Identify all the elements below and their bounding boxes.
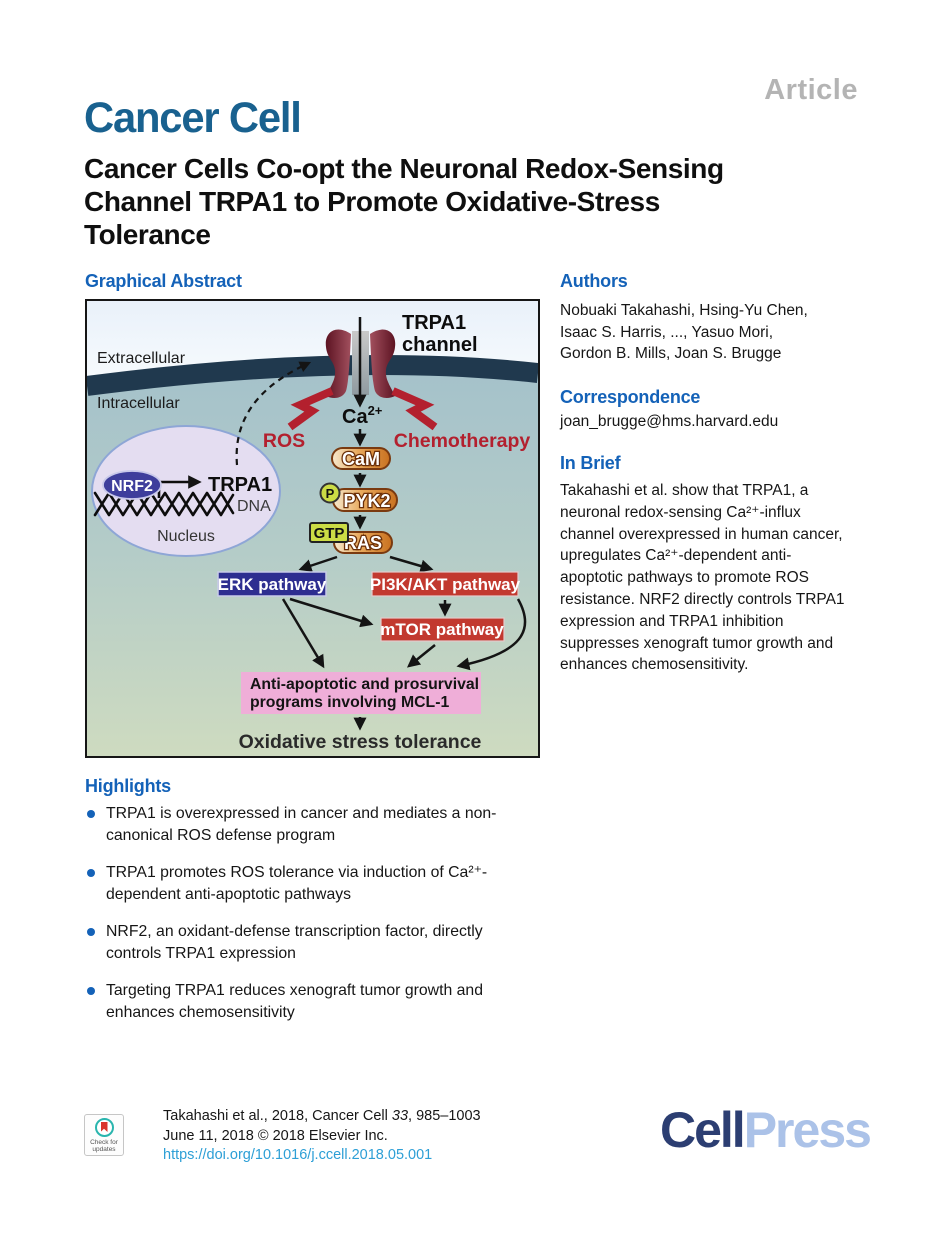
svg-text:RAS: RAS — [344, 533, 382, 553]
title-line: Cancer Cells Co-opt the Neuronal Redox-S… — [84, 153, 724, 184]
bookmark-icon — [100, 1122, 108, 1132]
oxidative-stress-tolerance-label: Oxidative stress tolerance — [239, 731, 482, 753]
graphical-abstract-heading: Graphical Abstract — [85, 271, 242, 291]
gtp-badge — [309, 522, 349, 543]
highlight-item: TRPA1 is overexpressed in cancer and med… — [85, 803, 565, 846]
lightning-bolt-icon — [391, 387, 438, 431]
trpa1-gene-label: TRPA1 — [208, 474, 272, 496]
pyk2-protein: PYK2 P — [319, 482, 398, 512]
extracellular-label: Extracellular — [97, 350, 186, 367]
authors-list: Nobuaki Takahashi, Hsing-Yu Chen, Isaac … — [560, 300, 808, 365]
extracellular-background — [87, 301, 538, 377]
citation-line: Takahashi et al., 2018, Cancer Cell 33, … — [163, 1108, 481, 1124]
highlight-item: NRF2, an oxidant-defense transcription f… — [85, 921, 565, 964]
paper-title: Cancer Cells Co-opt the Neuronal Redox-S… — [84, 152, 874, 251]
cam-protein: CaM — [331, 447, 391, 470]
cellpress-logo: CellPress — [660, 1102, 872, 1158]
in-brief-text: Takahashi et al. show that TRPA1, a neur… — [560, 482, 845, 674]
author-line: Nobuaki Takahashi, Hsing-Yu Chen, — [560, 302, 808, 319]
pi3k-to-mcl1-curved-arrow — [456, 598, 527, 671]
nucleus: NRF2 TRPA1 DNA Nucleus — [91, 425, 281, 557]
correspondence-email-link[interactable]: joan_brugge@hms.harvard.edu — [560, 413, 779, 430]
nrf2-protein — [102, 470, 162, 500]
erk-to-mtor-arrow — [289, 597, 374, 628]
calcium-label: Ca2+ — [342, 403, 383, 428]
crossmark-icon — [94, 1117, 114, 1137]
intracellular-label: Intracellular — [97, 395, 180, 412]
highlight-item: TRPA1 promotes ROS tolerance via inducti… — [85, 862, 565, 905]
graphical-abstract-svg: NRF2 TRPA1 DNA Nucleus TRPA1 channel ROS — [87, 301, 538, 756]
bullet-icon — [87, 810, 95, 818]
channel-label: TRPA1 channel — [402, 312, 478, 356]
svg-text:PYK2: PYK2 — [343, 491, 390, 511]
title-line: Tolerance — [84, 219, 211, 250]
svg-text:mTOR pathway: mTOR pathway — [380, 620, 504, 639]
gtp-label: GTP — [314, 525, 345, 542]
svg-text:programs involving MCL-1: programs involving MCL-1 — [250, 694, 449, 711]
svg-text:Anti-apoptotic and prosurvival: Anti-apoptotic and prosurvival — [250, 676, 479, 693]
nucleus-label: Nucleus — [157, 528, 215, 545]
ras-protein: RAS GTP — [309, 522, 393, 554]
mcl1-programs-box: Anti-apoptotic and prosurvival programs … — [241, 672, 481, 714]
doi-link[interactable]: https://doi.org/10.1016/j.ccell.2018.05.… — [163, 1147, 433, 1163]
authors-heading: Authors — [560, 271, 628, 291]
title-line: Channel TRPA1 to Promote Oxidative-Stres… — [84, 186, 660, 217]
erk-pathway-box: ERK pathway — [217, 571, 327, 597]
author-line: Gordon B. Mills, Joan S. Brugge — [560, 345, 782, 362]
cell-membrane — [87, 355, 538, 396]
phospho-badge — [319, 482, 341, 504]
in-brief-heading: In Brief — [560, 453, 621, 473]
highlights-heading: Highlights — [85, 776, 171, 796]
bullet-icon — [87, 928, 95, 936]
nrf2-to-channel-dashed-arrow — [235, 361, 312, 466]
volume-number: 33 — [391, 1108, 409, 1124]
citation-block: Takahashi et al., 2018, Cancer Cell 33, … — [163, 1107, 481, 1166]
chemotherapy-label: Chemotherapy — [394, 430, 531, 452]
ras-to-erk-arrow — [298, 555, 338, 572]
pi3k-akt-pathway-box: PI3K/AKT pathway — [370, 571, 521, 597]
svg-text:ERK pathway: ERK pathway — [218, 575, 327, 594]
date-copyright-line: June 11, 2018 © 2018 Elsevier Inc. — [163, 1127, 388, 1144]
ras-to-pi3k-arrow — [389, 555, 434, 573]
author-line: Isaac S. Harris, ..., Yasuo Mori, — [560, 323, 774, 341]
correspondence-heading: Correspondence — [560, 387, 701, 407]
bullet-icon — [87, 869, 95, 877]
graphical-abstract-figure: NRF2 TRPA1 DNA Nucleus TRPA1 channel ROS — [85, 299, 540, 758]
nrf2-label: NRF2 — [111, 478, 153, 495]
dna-label: DNA — [237, 498, 271, 515]
highlight-item: Targeting TRPA1 reduces xenograft tumor … — [85, 980, 565, 1023]
journal-logo: Cancer Cell — [84, 94, 302, 142]
svg-text:PI3K/AKT pathway: PI3K/AKT pathway — [370, 575, 521, 594]
phospho-label: P — [326, 486, 335, 501]
erk-to-mcl1-arrow — [281, 598, 325, 669]
bullet-icon — [87, 987, 95, 995]
highlights-list: TRPA1 is overexpressed in cancer and med… — [85, 803, 565, 1039]
mtor-pathway-box: mTOR pathway — [380, 617, 505, 642]
svg-text:CaM: CaM — [342, 449, 380, 469]
article-type-label: Article — [764, 74, 858, 106]
dna-helix-icon — [93, 491, 235, 517]
mtor-to-mcl1-arrow — [406, 644, 436, 668]
ros-label: ROS — [263, 430, 305, 452]
lightning-bolt-icon — [287, 387, 334, 431]
